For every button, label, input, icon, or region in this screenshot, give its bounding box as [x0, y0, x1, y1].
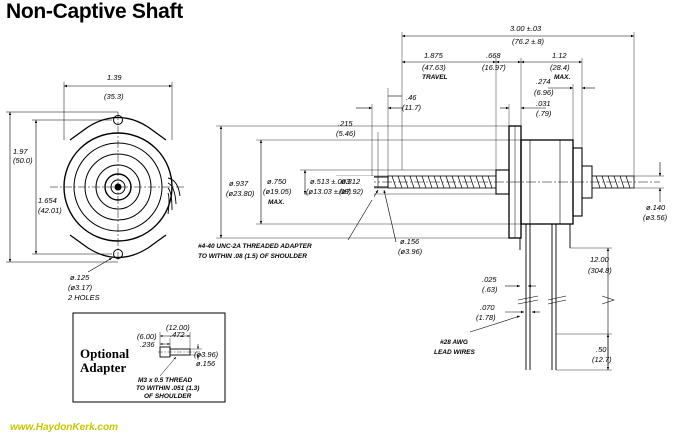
adapter-shoulder-in: .236	[140, 340, 155, 349]
adapter-shoulder-mm: (6.00)	[137, 332, 157, 341]
dim-070-mm: (1.78)	[476, 313, 496, 322]
dim-025-mm: (.63)	[482, 285, 498, 294]
adapter-thread-3: OF SHOULDER	[144, 393, 192, 400]
adapter-len-mm: (12.00)	[166, 323, 190, 332]
front-mount-spacing-mm: (42.01)	[38, 206, 62, 215]
overall-length-in: 3.00 ±.03	[510, 24, 542, 33]
dim-031-in: .031	[536, 99, 551, 108]
travel-in: 1.875	[424, 51, 444, 60]
adapter-dia-in: ø.156	[196, 359, 216, 368]
dim-274-in: .274	[536, 77, 551, 86]
front-hole-mm: (ø3.17)	[68, 283, 93, 292]
dim-668-in: .668	[486, 51, 501, 60]
front-hole-count: 2 HOLES	[67, 293, 100, 302]
dim-50-in: .50	[596, 345, 607, 354]
dia-513-mm: (ø13.03 ±.08)	[306, 187, 351, 196]
adapter-thread-2: TO WITHIN .051 (1.3)	[136, 385, 199, 392]
dim-274-mm: (6.96)	[534, 88, 554, 97]
lead-length-mm: (304.8)	[588, 266, 612, 275]
dia-140-in: ø.140	[646, 203, 666, 212]
travel-mm: (47.63)	[422, 63, 446, 72]
front-width-mm: (35.3)	[104, 92, 124, 101]
dia-750-mm: (ø19.05)	[263, 187, 292, 196]
lead-wire-2: LEAD WIRES	[434, 349, 475, 356]
dim-031-mm: (.79)	[536, 109, 552, 118]
dim-112-mm: (28.4)	[550, 63, 570, 72]
adapter-label-2: Adapter	[80, 360, 126, 375]
dim-50-mm: (12.7)	[592, 355, 612, 364]
dim-070-in: .070	[480, 303, 495, 312]
adapter-label-1: Optional	[80, 346, 130, 361]
front-view	[6, 82, 186, 273]
dia-312-in: ø.312	[341, 177, 361, 186]
dim-112-max: MAX.	[554, 74, 570, 81]
front-mount-spacing-in: 1.654	[38, 196, 57, 205]
dia-312-mm: (ø7.92)	[339, 187, 364, 196]
dim-668-mm: (16.97)	[482, 63, 506, 72]
dim-215-in: .215	[338, 119, 353, 128]
lead-wire-1: #28 AWG	[440, 339, 468, 346]
dia-937-mm: (ø23.80)	[226, 189, 255, 198]
front-width-in: 1.39	[107, 73, 122, 82]
adapter-len-in: .472	[170, 330, 185, 339]
footer-website-link[interactable]: www.HaydonKerk.com	[10, 422, 118, 433]
dia-750-max: MAX.	[268, 199, 284, 206]
front-height-in: 1.97	[13, 147, 28, 156]
lead-length-in: 12.00	[590, 255, 610, 264]
front-hole-in: ø.125	[70, 273, 90, 282]
thread-note-2: TO WITHIN .08 (1.5) OF SHOULDER	[198, 253, 307, 260]
adapter-inset	[72, 312, 226, 403]
adapter-thread-1: M3 x 0.5 THREAD	[138, 377, 192, 384]
dim-46-in: .46	[406, 93, 417, 102]
dim-46-mm: (11.7)	[402, 103, 422, 112]
dia-156-in: ø.156	[400, 237, 420, 246]
dia-513-in: ø.513 ±.003	[310, 177, 351, 186]
dia-140-mm: (ø3.56)	[643, 213, 668, 222]
travel-label: TRAVEL	[422, 74, 448, 81]
dim-112-in: 1.12	[552, 51, 567, 60]
dim-025-in: .025	[482, 275, 497, 284]
overall-length-mm: (76.2 ±.8)	[512, 37, 545, 46]
front-height-mm: (50.0)	[13, 156, 33, 165]
dia-156-mm: (ø3.96)	[398, 247, 423, 256]
adapter-dia-mm: (ø3.96)	[194, 350, 219, 359]
thread-note-1: #4-40 UNC-2A THREADED ADAPTER	[198, 243, 312, 250]
page-title: Non-Captive Shaft	[6, 0, 183, 23]
side-view	[216, 32, 664, 371]
dim-215-mm: (5.46)	[336, 129, 356, 138]
dia-750-in: ø.750	[267, 177, 287, 186]
dia-937-in: ø.937	[229, 179, 249, 188]
